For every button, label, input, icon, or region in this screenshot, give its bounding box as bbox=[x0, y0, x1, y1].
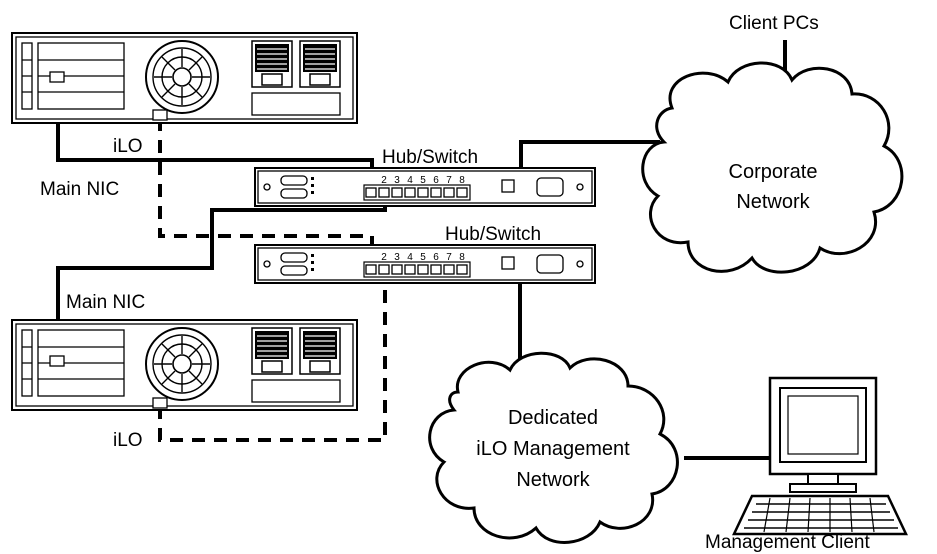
label-hub-switch-top: Hub/Switch bbox=[382, 147, 478, 168]
label-corporate-network-1: Corporate bbox=[729, 161, 818, 183]
computer-icon bbox=[768, 376, 878, 493]
ilo-port-bottom bbox=[152, 397, 168, 409]
ilo-link-top bbox=[158, 118, 374, 265]
switch-bottom-port-1 bbox=[365, 264, 377, 275]
switch-top-port-number: 5 bbox=[420, 175, 426, 186]
label-main-nic-top: Main NIC bbox=[40, 179, 119, 200]
switch-top-port-number: 6 bbox=[433, 175, 439, 186]
switch-top-port-number: 7 bbox=[446, 175, 452, 186]
label-mgmt-network-2: iLO Management bbox=[476, 438, 630, 460]
switch-bottom-port-7 bbox=[443, 264, 455, 275]
switch-bottom-port-number: 2 bbox=[381, 252, 387, 263]
cloud-icon-management bbox=[428, 351, 679, 544]
label-main-nic-bottom: Main NIC bbox=[66, 292, 145, 313]
switch-top-port-number: 4 bbox=[407, 175, 413, 186]
switch-bottom-port-8 bbox=[456, 264, 468, 275]
switch-top-port-4 bbox=[404, 187, 416, 198]
switch-bottom-port-bank bbox=[363, 261, 471, 278]
switch-top-port-number: 2 bbox=[381, 175, 387, 186]
switch-bottom-port-number: 5 bbox=[420, 252, 426, 263]
switch-bottom-port-number: 6 bbox=[433, 252, 439, 263]
main-nic-port-bottom bbox=[49, 355, 65, 367]
cloud-icon-corporate bbox=[641, 61, 904, 274]
switch-bottom-port-number: 4 bbox=[407, 252, 413, 263]
switch-top-port-3 bbox=[391, 187, 403, 198]
switch-bottom-port-6 bbox=[430, 264, 442, 275]
switch-top-port-5 bbox=[417, 187, 429, 198]
switch-bottom-port-number: 7 bbox=[446, 252, 452, 263]
switch-bottom-port-5 bbox=[417, 264, 429, 275]
label-client-pcs: Client PCs bbox=[729, 13, 819, 34]
label-mgmt-network-1: Dedicated bbox=[508, 407, 598, 429]
ilo-port-top bbox=[152, 109, 168, 121]
switch-top-port-1 bbox=[365, 187, 377, 198]
label-ilo-bottom: iLO bbox=[113, 430, 143, 451]
switch-top-port-number: 8 bbox=[459, 175, 465, 186]
label-mgmt-network-3: Network bbox=[516, 469, 590, 491]
switch-top-port-2 bbox=[378, 187, 390, 198]
switch-top-port-6 bbox=[430, 187, 442, 198]
switch-bottom-port-4 bbox=[404, 264, 416, 275]
label-ilo-top: iLO bbox=[113, 136, 143, 157]
label-corporate-network-2: Network bbox=[736, 191, 810, 213]
switch-top-port-7 bbox=[443, 187, 455, 198]
switch-bottom-port-number: 3 bbox=[394, 252, 400, 263]
main-nic-port-top bbox=[49, 71, 65, 83]
label-management-client: Management Client bbox=[705, 532, 870, 553]
label-hub-switch-bottom: Hub/Switch bbox=[445, 224, 541, 245]
switch-bottom-port-2 bbox=[378, 264, 390, 275]
switch-top-port-8 bbox=[456, 187, 468, 198]
keyboard-icon bbox=[732, 494, 908, 536]
switch-top-port-bank bbox=[363, 184, 471, 201]
switch-bottom-port-number: 8 bbox=[459, 252, 465, 263]
switch-top-port-number: 3 bbox=[394, 175, 400, 186]
main-nic-link-bottom bbox=[56, 194, 387, 360]
switch-bottom-port-3 bbox=[391, 264, 403, 275]
